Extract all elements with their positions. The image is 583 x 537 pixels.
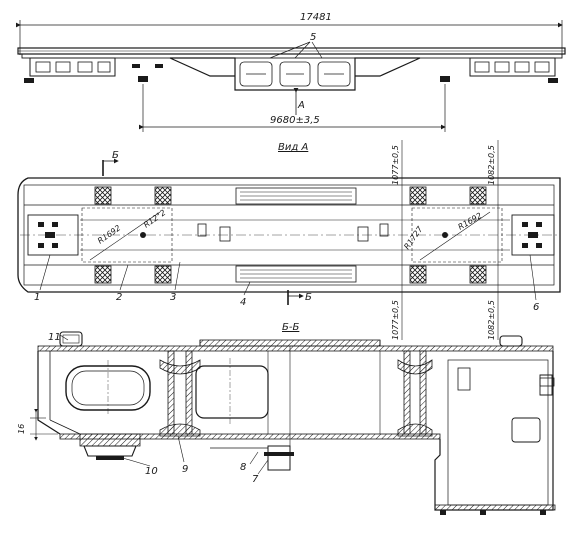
radius-left-2: R12°2 [142,208,168,230]
callout-6: 6 [533,302,539,313]
callout-10: 10 [145,466,158,477]
section-title: Б-Б [282,322,299,333]
dim-1082-top: 1082±0,5 [487,145,496,185]
callout-1: 1 [34,292,40,303]
overall-length-label: 17481 [300,12,332,23]
centers-dimension-label: 9680±3,5 [270,115,320,126]
dim-1077-bottom: 1077±0,5 [391,300,400,340]
callout-3: 3 [170,292,176,303]
radius-right-1: R1727 [402,224,425,251]
dim-1077-top: 1077±0,5 [391,145,400,185]
dim-16: 16 [17,424,26,434]
section-mark-top: Б [112,150,119,161]
callout-4: 4 [240,297,246,308]
radius-left-1: R1692 [96,223,122,245]
callout-2: 2 [116,292,122,303]
callout-8: 8 [240,462,246,473]
callout-9: 9 [182,464,188,475]
section-mark-bottom: Б [305,292,312,303]
callout-11: 11 [48,332,61,343]
plan-view: Вид А Б [17,140,561,340]
dim-1082-bottom: 1082±0,5 [487,300,496,340]
callout-5: 5 [310,32,316,43]
callout-7: 7 [252,474,259,485]
view-title: Вид А [278,142,308,153]
radius-right-2: R1692 [457,211,484,232]
side-elevation: 17481 5 A [16,12,566,132]
view-arrow-label: A [297,100,305,111]
section-view: Б-Б [17,322,556,515]
